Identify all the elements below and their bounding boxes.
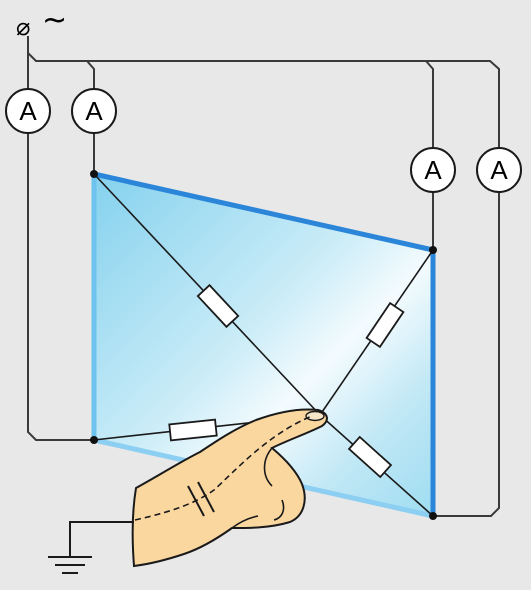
panel-top-edge [93, 171, 434, 253]
ammeter-4: A [476, 147, 522, 193]
resistor-bottom-right [347, 435, 393, 479]
ammeter-2-label: A [85, 96, 103, 126]
ammeter-1: A [5, 88, 51, 134]
ammeter-2: A [71, 88, 117, 134]
phase-symbol: ⌀ [16, 13, 30, 41]
ac-symbol: ~ [42, 3, 67, 38]
ammeter-1-label: A [19, 96, 37, 126]
resistor-top-right [365, 301, 405, 349]
resistor-top-left [196, 283, 240, 329]
ammeter-4-label: A [490, 155, 508, 185]
junction-dots [90, 170, 437, 520]
resistor-bottom-left [168, 418, 218, 442]
resistors [168, 283, 405, 479]
hand-icon [131, 408, 328, 568]
ammeter-3-label: A [424, 155, 442, 185]
body-capacitance-path [134, 415, 313, 521]
body-capacitor [187, 481, 215, 517]
ammeter-3: A [410, 147, 456, 193]
supply-wiring [27, 36, 500, 517]
ground-icon [48, 521, 134, 574]
